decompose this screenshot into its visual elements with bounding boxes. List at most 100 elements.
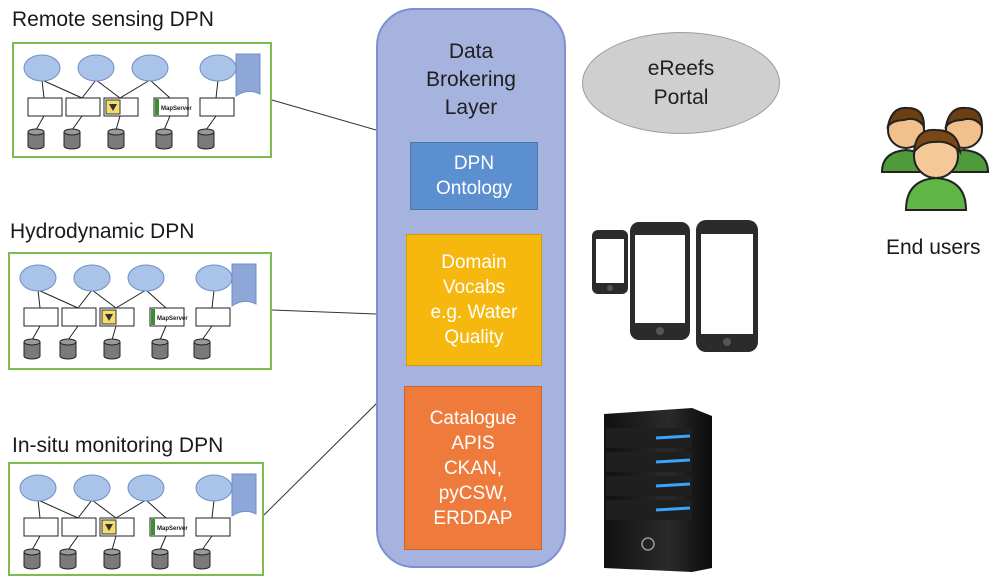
service-node <box>77 54 115 82</box>
link-line <box>119 79 151 99</box>
thredds-arrow-icon <box>105 314 113 321</box>
link-line <box>37 499 79 519</box>
link-line <box>159 325 167 341</box>
endpoint-box <box>195 517 231 537</box>
link-line <box>31 535 41 551</box>
dpn-network-diagram: MapServer <box>19 473 257 570</box>
database-top <box>197 128 215 136</box>
endpoint-box <box>195 307 231 327</box>
link-line <box>145 499 167 519</box>
database-icon <box>103 342 121 360</box>
link-line <box>159 535 167 551</box>
mapserver-icon <box>155 99 159 115</box>
link-line <box>205 115 217 131</box>
link-line <box>115 289 147 309</box>
service-node <box>195 474 233 502</box>
service-node <box>19 474 57 502</box>
dpn-title-in-situ: In-situ monitoring DPN <box>12 434 224 457</box>
database-icon <box>193 342 211 360</box>
endpoint-box <box>65 97 101 117</box>
database-icon <box>63 132 81 150</box>
link-line <box>35 115 45 131</box>
link-line <box>95 79 121 99</box>
endpoint-box <box>23 517 59 537</box>
database-icon <box>103 552 121 570</box>
database-top <box>27 128 45 136</box>
service-node <box>195 264 233 292</box>
endpoint-box <box>27 97 63 117</box>
phone-largest-icon <box>696 220 758 352</box>
mapserver-icon <box>151 519 155 535</box>
endpoint-box <box>61 307 97 327</box>
connector-in-situ <box>263 397 383 516</box>
database-top <box>59 338 77 346</box>
dpn-network-diagram: MapServer <box>19 263 257 360</box>
database-top <box>107 128 125 136</box>
link-line <box>37 499 41 519</box>
link-line <box>111 325 117 341</box>
database-icon <box>59 342 77 360</box>
dpn-panel-hydrodynamic: MapServer <box>8 252 272 370</box>
link-line <box>201 325 213 341</box>
dpn-title-remote-sensing: Remote sensing DPN <box>12 8 214 31</box>
thredds-arrow-icon <box>109 104 117 111</box>
document-icon <box>231 263 257 307</box>
link-line <box>41 79 83 99</box>
phone-large-icon <box>630 222 690 340</box>
link-line <box>163 115 171 131</box>
connector-hydrodynamic <box>271 309 377 315</box>
database-top <box>23 338 41 346</box>
database-top <box>151 548 169 556</box>
database-top <box>103 338 121 346</box>
user-front-icon <box>904 128 968 211</box>
mapserver-label: MapServer <box>161 106 192 112</box>
data-brokering-layer-title: Data Brokering Layer <box>426 40 516 119</box>
database-icon <box>107 132 125 150</box>
database-icon <box>23 342 41 360</box>
service-node <box>127 474 165 502</box>
link-line <box>91 499 117 519</box>
link-line <box>111 535 117 551</box>
database-icon <box>23 552 41 570</box>
document-icon <box>231 473 257 517</box>
link-line <box>37 289 41 309</box>
database-top <box>193 548 211 556</box>
database-top <box>151 338 169 346</box>
endpoint-box <box>199 97 235 117</box>
database-icon <box>27 132 45 150</box>
dpn-panel-remote-sensing: MapServer <box>12 42 272 158</box>
link-line <box>81 79 97 99</box>
service-node <box>127 264 165 292</box>
dpn-network-diagram: MapServer <box>23 53 261 150</box>
database-top <box>103 548 121 556</box>
connector-remote-sensing <box>271 99 377 131</box>
dpn-ontology-box: DPN Ontology <box>410 142 538 210</box>
database-icon <box>155 132 173 150</box>
endpoint-box <box>61 517 97 537</box>
mapserver-icon <box>151 309 155 325</box>
service-node <box>19 264 57 292</box>
link-line <box>67 325 79 341</box>
endpoint-box <box>149 517 185 537</box>
catalogue-apis-box: Catalogue APIS CKAN, pyCSW, ERDDAP <box>404 386 542 550</box>
database-top <box>59 548 77 556</box>
link-line <box>77 289 93 309</box>
link-line <box>211 499 215 519</box>
service-node <box>131 54 169 82</box>
link-line <box>215 79 219 99</box>
end-users-label: End users <box>886 236 981 259</box>
service-node <box>199 54 237 82</box>
service-node <box>23 54 61 82</box>
database-icon <box>151 552 169 570</box>
database-icon <box>59 552 77 570</box>
link-line <box>71 115 83 131</box>
document-icon <box>235 53 261 97</box>
endpoint-box <box>149 307 185 327</box>
link-line <box>115 499 147 519</box>
endpoint-box <box>23 307 59 327</box>
endpoint-box <box>153 97 189 117</box>
link-line <box>91 289 117 309</box>
link-line <box>201 535 213 551</box>
link-line <box>67 535 79 551</box>
